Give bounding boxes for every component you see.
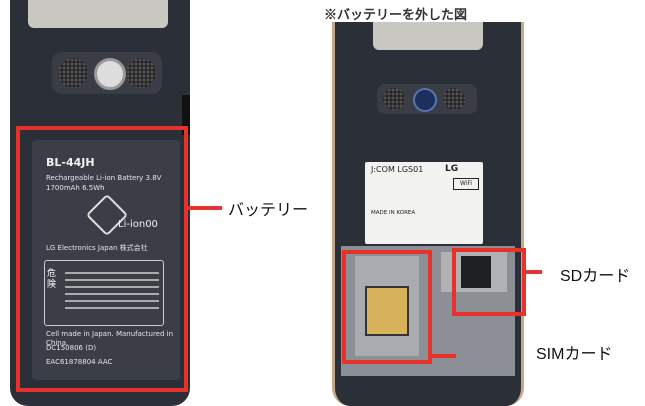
page-title: ※バッテリーを外した図: [324, 7, 468, 22]
sd-highlight: [452, 248, 526, 316]
wifi-logo: WiFi: [453, 178, 479, 190]
sim-chip: [365, 286, 409, 336]
hinge-cap: [28, 0, 168, 28]
sticker-brand: LG: [445, 164, 459, 174]
camera-lens: [94, 58, 126, 90]
speaker-right-2: [443, 88, 465, 110]
camera-module-2: [377, 84, 477, 114]
battery: BL-44JH Rechargeable Li-ion Battery 3.8V…: [32, 140, 180, 380]
sd-label: SDカード: [560, 268, 631, 285]
battery-spec: Rechargeable Li-ion Battery 3.8V: [46, 174, 162, 182]
speaker-right: [126, 58, 156, 88]
battery-serial: DC150806 (D): [46, 344, 97, 352]
camera-module: [52, 52, 162, 94]
battery-model: BL-44JH: [46, 156, 95, 169]
phone-with-battery: BL-44JH Rechargeable Li-ion Battery 3.8V…: [10, 0, 190, 406]
sd-card: [461, 256, 491, 288]
battery-pointer: [188, 206, 222, 210]
battery-highlight: [16, 126, 188, 392]
battery-warning-box: 危険: [44, 260, 164, 326]
battery-liion: Li-ion00: [118, 219, 158, 230]
battery-made-in: Cell made in Japan. Manufactured in Chin…: [46, 330, 174, 347]
battery-maker: LG Electronics Japan 株式会社: [46, 244, 148, 252]
warning-text-lines: [65, 267, 159, 314]
sim-pointer: [432, 354, 456, 358]
sim-label: SIMカード: [536, 346, 613, 363]
battery-label: バッテリー: [228, 202, 309, 219]
sim-slot: [355, 256, 419, 356]
warning-kanji: 危険: [47, 269, 57, 290]
phone-without-battery: J:COM LGS01 LG WiFi MADE IN KOREA: [332, 22, 524, 406]
battery-part-no: EAC61878804 AAC: [46, 358, 113, 366]
speaker-left: [58, 58, 88, 88]
sd-pointer-h: [526, 270, 542, 274]
camera-lens-2: [413, 88, 437, 112]
sticker-made-in: MADE IN KOREA: [371, 210, 416, 216]
sim-highlight: [342, 250, 432, 364]
speaker-left-2: [383, 88, 405, 110]
side-button: [182, 95, 190, 135]
hinge-cap-2: [373, 22, 483, 50]
battery-capacity: 1700mAh 6.5Wh: [46, 184, 105, 192]
sticker-model: J:COM LGS01: [371, 165, 424, 174]
device-label-sticker: J:COM LGS01 LG WiFi MADE IN KOREA: [365, 162, 483, 244]
